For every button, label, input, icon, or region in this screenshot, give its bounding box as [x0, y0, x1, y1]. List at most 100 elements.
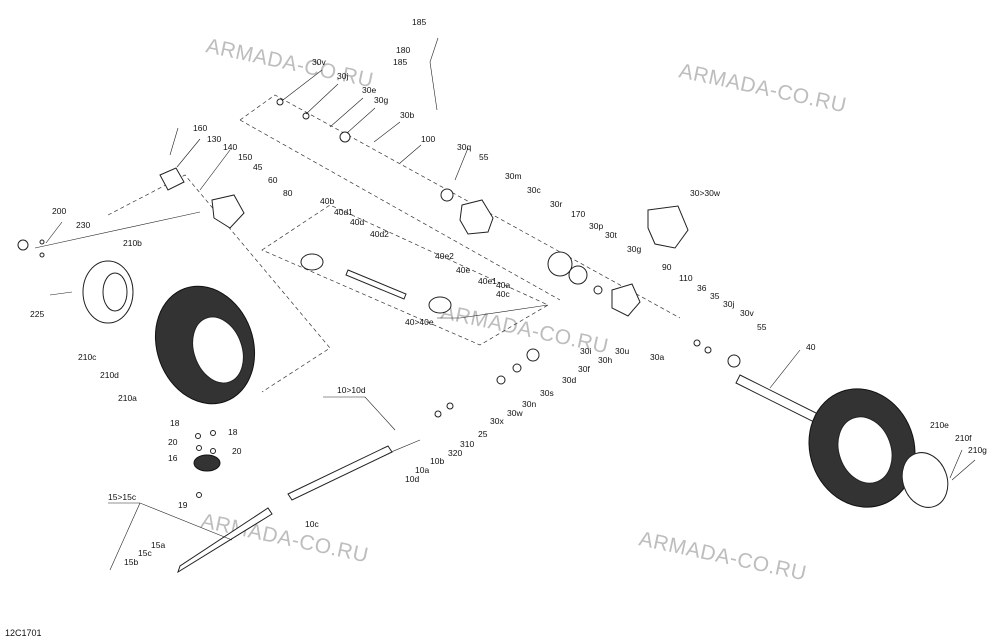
diagram-code: 12C1701 — [5, 628, 42, 638]
callout-label: 15>15c — [108, 492, 137, 502]
callout-label: 10d — [405, 474, 419, 484]
callout-label: 30s — [540, 388, 554, 398]
right-rim — [837, 416, 893, 484]
washer — [593, 285, 603, 295]
leader-line — [769, 349, 801, 389]
callout-label: 30v — [312, 57, 326, 67]
callout-label: 10b — [430, 456, 444, 466]
callout-label: 40a — [496, 280, 510, 290]
callout-label: 30r — [550, 199, 562, 209]
left-rim-hub — [102, 272, 128, 312]
diff-housing — [459, 199, 494, 235]
left-tire-sidewall — [192, 316, 244, 384]
callout-label: 40e — [456, 265, 470, 275]
gear — [547, 251, 573, 277]
leader-line — [169, 127, 179, 156]
callout-label: 20 — [168, 437, 178, 447]
callout-label: 25 — [478, 429, 488, 439]
assembly-boundary-wheel — [107, 174, 331, 393]
callout-label: 210e — [930, 420, 949, 430]
leader-line — [951, 459, 976, 481]
callout-label: 30a — [650, 352, 664, 362]
callout-label: 30d — [562, 375, 576, 385]
callout-label: 18 — [228, 427, 238, 437]
callout-label: 210c — [78, 352, 97, 362]
callout-label: 10a — [415, 465, 429, 475]
callout-label: 30i — [580, 346, 591, 356]
leader-bracket — [437, 304, 549, 319]
callout-label: 15a — [151, 540, 165, 550]
fastener — [195, 433, 201, 439]
watermark: ARMADA-CO.RU — [637, 527, 809, 585]
bolt — [39, 252, 45, 258]
fastener — [210, 430, 216, 436]
callout-label: 30x — [490, 416, 504, 426]
leader-line — [282, 69, 323, 101]
callout-label: 225 — [30, 309, 44, 319]
callout-label: 30g — [374, 95, 388, 105]
callout-label: 185 — [412, 17, 426, 27]
leader-line — [34, 211, 201, 249]
diff-housing-outer — [647, 205, 689, 249]
cv-boot — [300, 253, 324, 271]
yoke — [159, 167, 185, 191]
bolt — [17, 239, 29, 251]
leader-line — [399, 144, 422, 164]
front-propeller-shaft — [177, 507, 273, 574]
callout-label: 30j — [337, 71, 348, 81]
callout-label: 19 — [178, 500, 188, 510]
callout-label: 10>10d — [337, 385, 366, 395]
callout-label: 310 — [460, 439, 474, 449]
breather-hose — [429, 37, 439, 111]
callout-label: 55 — [479, 152, 489, 162]
assembly-boundary-diff — [239, 119, 561, 301]
callout-label: 40d — [350, 217, 364, 227]
leader-line — [346, 107, 376, 134]
cv-boot — [428, 296, 452, 314]
callout-label: 55 — [757, 322, 767, 332]
callout-label: 30b — [400, 110, 414, 120]
callout-label: 30t — [605, 230, 617, 240]
bolt — [39, 239, 45, 245]
callout-label: 10c — [305, 519, 319, 529]
callout-label: 140 — [223, 142, 237, 152]
leader-line — [45, 221, 63, 244]
callout-label: 30>30w — [690, 188, 721, 198]
callout-label: 15c — [138, 548, 152, 558]
callout-label: 210d — [100, 370, 119, 380]
fastener — [196, 445, 202, 451]
washer — [434, 410, 442, 418]
seal — [727, 354, 741, 368]
leader-bracket — [109, 502, 141, 571]
fastener — [210, 448, 216, 454]
leader-line — [305, 83, 339, 115]
callout-label: 210g — [968, 445, 987, 455]
o-ring — [568, 265, 588, 285]
seal — [339, 131, 351, 143]
callout-label: 60 — [268, 175, 278, 185]
callout-label: 160 — [193, 123, 207, 133]
callout-label: 210f — [955, 433, 972, 443]
callout-label: 170 — [571, 209, 585, 219]
callout-label: 100 — [421, 134, 435, 144]
seal — [496, 375, 506, 385]
callout-label: 35 — [710, 291, 720, 301]
callout-label: 230 — [76, 220, 90, 230]
callout-label: 20 — [232, 446, 242, 456]
callout-label: 110 — [679, 273, 693, 283]
leader-line — [329, 97, 364, 128]
washer — [446, 402, 454, 410]
callout-label: 30v — [740, 308, 754, 318]
carrier-bearing — [193, 454, 221, 472]
leader-line — [373, 121, 401, 143]
leader-line — [949, 449, 963, 479]
callout-label: 30c — [527, 185, 541, 195]
leader-line — [199, 149, 231, 191]
callout-label: 18 — [170, 418, 180, 428]
callout-label: 30w — [507, 408, 523, 418]
callout-label: 30m — [505, 171, 522, 181]
seal — [512, 363, 522, 373]
callout-label: 40e2 — [435, 251, 454, 261]
